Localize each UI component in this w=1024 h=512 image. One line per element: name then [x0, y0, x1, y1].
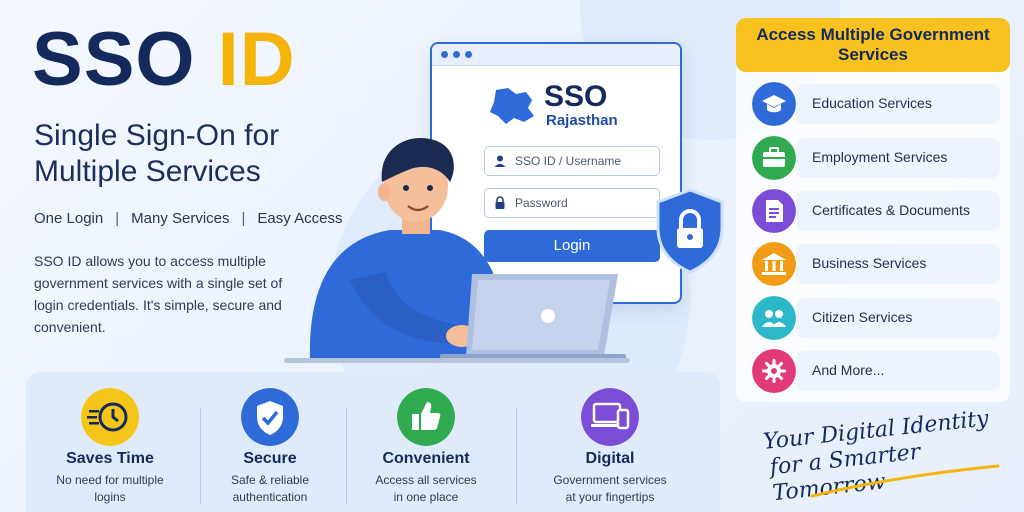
- shield-check-icon: [241, 388, 299, 446]
- feature-desc: Access all services in one place: [346, 472, 506, 506]
- feature-digital: Digital Government services at your fing…: [530, 388, 690, 506]
- feature-desc-line: Government services: [553, 473, 667, 487]
- document-icon: [752, 189, 796, 233]
- service-label: Citizen Services: [812, 309, 913, 325]
- page-title: SSO ID: [32, 22, 296, 98]
- person-with-laptop-illustration: [309, 137, 626, 360]
- lock-icon: [495, 196, 505, 209]
- feature-convenient: Convenient Access all services in one pl…: [346, 388, 506, 506]
- graduation-cap-icon: [752, 82, 796, 126]
- sso-rajasthan-logo: SSO Rajasthan: [486, 80, 636, 132]
- login-button[interactable]: Login: [484, 230, 660, 262]
- gear-icon: [752, 349, 796, 393]
- slogan-underline-swoosh: [810, 464, 1000, 498]
- service-card: [796, 298, 1000, 338]
- services-heading: Access Multiple Government Services: [736, 18, 1010, 72]
- service-label: And More...: [812, 362, 885, 378]
- service-label: Certificates & Documents: [812, 202, 970, 218]
- browser-titlebar: [432, 44, 680, 66]
- service-item-citizen[interactable]: Citizen Services: [752, 296, 1002, 340]
- service-card: [796, 84, 1000, 124]
- feature-saves-time: Saves Time No need for multiple logins: [30, 388, 190, 506]
- tagline-item: Easy Access: [257, 210, 343, 227]
- service-card: [796, 191, 1000, 231]
- feature-desc-line: Access all services: [375, 473, 477, 487]
- service-label: Employment Services: [812, 149, 948, 165]
- tagline-separator: |: [241, 210, 246, 227]
- password-field[interactable]: Password: [484, 188, 660, 218]
- feature-divider: [516, 408, 517, 504]
- username-field[interactable]: SSO ID / Username: [484, 146, 660, 176]
- feature-desc-line: No need for multiple: [56, 473, 164, 487]
- tagline-separator: |: [115, 210, 120, 227]
- user-icon: [494, 155, 506, 167]
- feature-divider: [346, 408, 347, 504]
- service-item-education[interactable]: Education Services: [752, 82, 1002, 126]
- tagline-item: Many Services: [131, 210, 230, 227]
- service-item-business[interactable]: Business Services: [752, 242, 1002, 286]
- subtitle: Single Sign-On for Multiple Services: [34, 119, 280, 188]
- feature-desc-line: Safe & reliable: [230, 473, 310, 487]
- feature-secure: Secure Safe & reliable authentication: [190, 388, 350, 506]
- rajasthan-map-icon: [490, 88, 534, 124]
- feature-title: Saves Time: [66, 450, 154, 467]
- feature-desc-line: authentication: [232, 490, 308, 504]
- briefcase-icon: [752, 136, 796, 180]
- desk-line: [284, 358, 630, 363]
- shield-lock-icon: [656, 188, 724, 274]
- service-label: Education Services: [812, 95, 932, 111]
- window-dot-icon: [465, 51, 472, 58]
- clock-icon: [81, 388, 139, 446]
- feature-desc-line: logins: [94, 490, 126, 504]
- feature-title: Convenient: [382, 450, 470, 467]
- tagline-item: One Login: [34, 210, 104, 227]
- feature-desc: Safe & reliable authentication: [190, 472, 350, 506]
- title-sso: SSO: [32, 17, 196, 102]
- service-item-more[interactable]: And More...: [752, 349, 1002, 393]
- building-icon: [752, 242, 796, 286]
- feature-title: Secure: [243, 450, 297, 467]
- service-label: Business Services: [812, 255, 927, 271]
- feature-desc: Government services at your fingertips: [530, 472, 690, 506]
- feature-desc-line: at your fingertips: [565, 490, 655, 504]
- thumbs-up-icon: [397, 388, 455, 446]
- logo-region: Rajasthan: [546, 112, 618, 129]
- devices-icon: [581, 388, 639, 446]
- logo-brand: SSO: [544, 80, 608, 113]
- service-card: [796, 351, 1000, 391]
- feature-divider: [200, 408, 201, 504]
- service-item-certificates[interactable]: Certificates & Documents: [752, 189, 1002, 233]
- feature-desc: No need for multiple logins: [30, 472, 190, 506]
- users-icon: [752, 296, 796, 340]
- service-card: [796, 138, 1000, 178]
- username-placeholder: SSO ID / Username: [515, 154, 622, 168]
- window-dot-icon: [441, 51, 448, 58]
- description: SSO ID allows you to access multiple gov…: [34, 253, 283, 335]
- service-item-employment[interactable]: Employment Services: [752, 136, 1002, 180]
- feature-title: Digital: [585, 450, 635, 467]
- title-id: ID: [217, 17, 296, 102]
- service-card: [796, 244, 1000, 284]
- window-dot-icon: [453, 51, 460, 58]
- feature-desc-line: in one place: [393, 490, 459, 504]
- password-placeholder: Password: [515, 196, 568, 210]
- tagline: One Login | Many Services | Easy Access: [34, 210, 342, 227]
